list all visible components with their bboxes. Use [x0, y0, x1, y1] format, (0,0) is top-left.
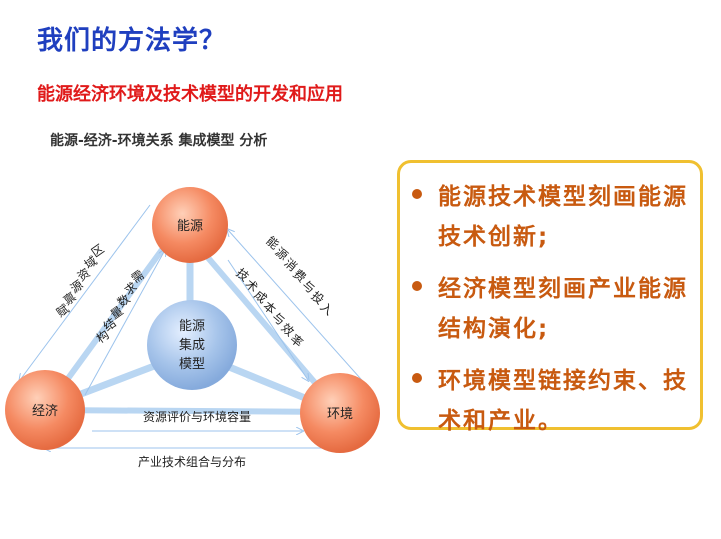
bullet-dot: [412, 281, 422, 291]
bullet-text: 能源技术模型刻画能源技术创新;: [438, 184, 688, 250]
node-center-model: 能源 集成 模型: [147, 300, 237, 390]
bullet-text: 经济模型刻画产业能源结构演化;: [438, 276, 688, 342]
page-title: 我们的方法学？: [37, 26, 227, 56]
bullet-item: 能源技术模型刻画能源技术创新;: [412, 177, 690, 257]
arrow-right-outer: [228, 230, 369, 388]
label-bottom-outer: 产业技术组合与分布: [138, 454, 246, 469]
analysis-heading: 能源-经济-环境关系 集成模型 分析: [50, 133, 268, 149]
arrow-left-inner: [84, 250, 165, 396]
edge-economy-environment: [44, 407, 341, 415]
svg-text:经济: 经济: [32, 404, 58, 419]
arrow-left-outer: [20, 204, 151, 380]
svg-text:集成: 集成: [179, 337, 205, 353]
bullet-item: 经济模型刻画产业能源结构演化;: [412, 269, 690, 349]
arrow-right-inner: [227, 259, 308, 380]
bullet-item: 环境模型链接约束、技术和产业。: [412, 361, 690, 441]
svg-text:能源: 能源: [179, 319, 205, 334]
node-economy: 经济: [5, 370, 85, 450]
node-environment: 环境: [300, 373, 380, 453]
subtitle: 能源经济环境及技术模型的开发和应用: [37, 84, 343, 105]
svg-text:模型: 模型: [179, 357, 205, 372]
label-bottom-inner: 资源评价与环境容量: [143, 409, 251, 424]
bullet-dot: [412, 189, 422, 199]
arrow-lines: [20, 204, 369, 448]
svg-text:能源: 能源: [177, 219, 203, 234]
bullet-dot: [412, 373, 422, 383]
svg-text:环境: 环境: [327, 407, 353, 422]
node-energy: 能源: [152, 187, 228, 263]
bullet-box: 能源技术模型刻画能源技术创新; 经济模型刻画产业能源结构演化; 环境模型链接约束…: [397, 160, 703, 434]
bullet-text: 环境模型链接约束、技术和产业。: [438, 368, 688, 434]
